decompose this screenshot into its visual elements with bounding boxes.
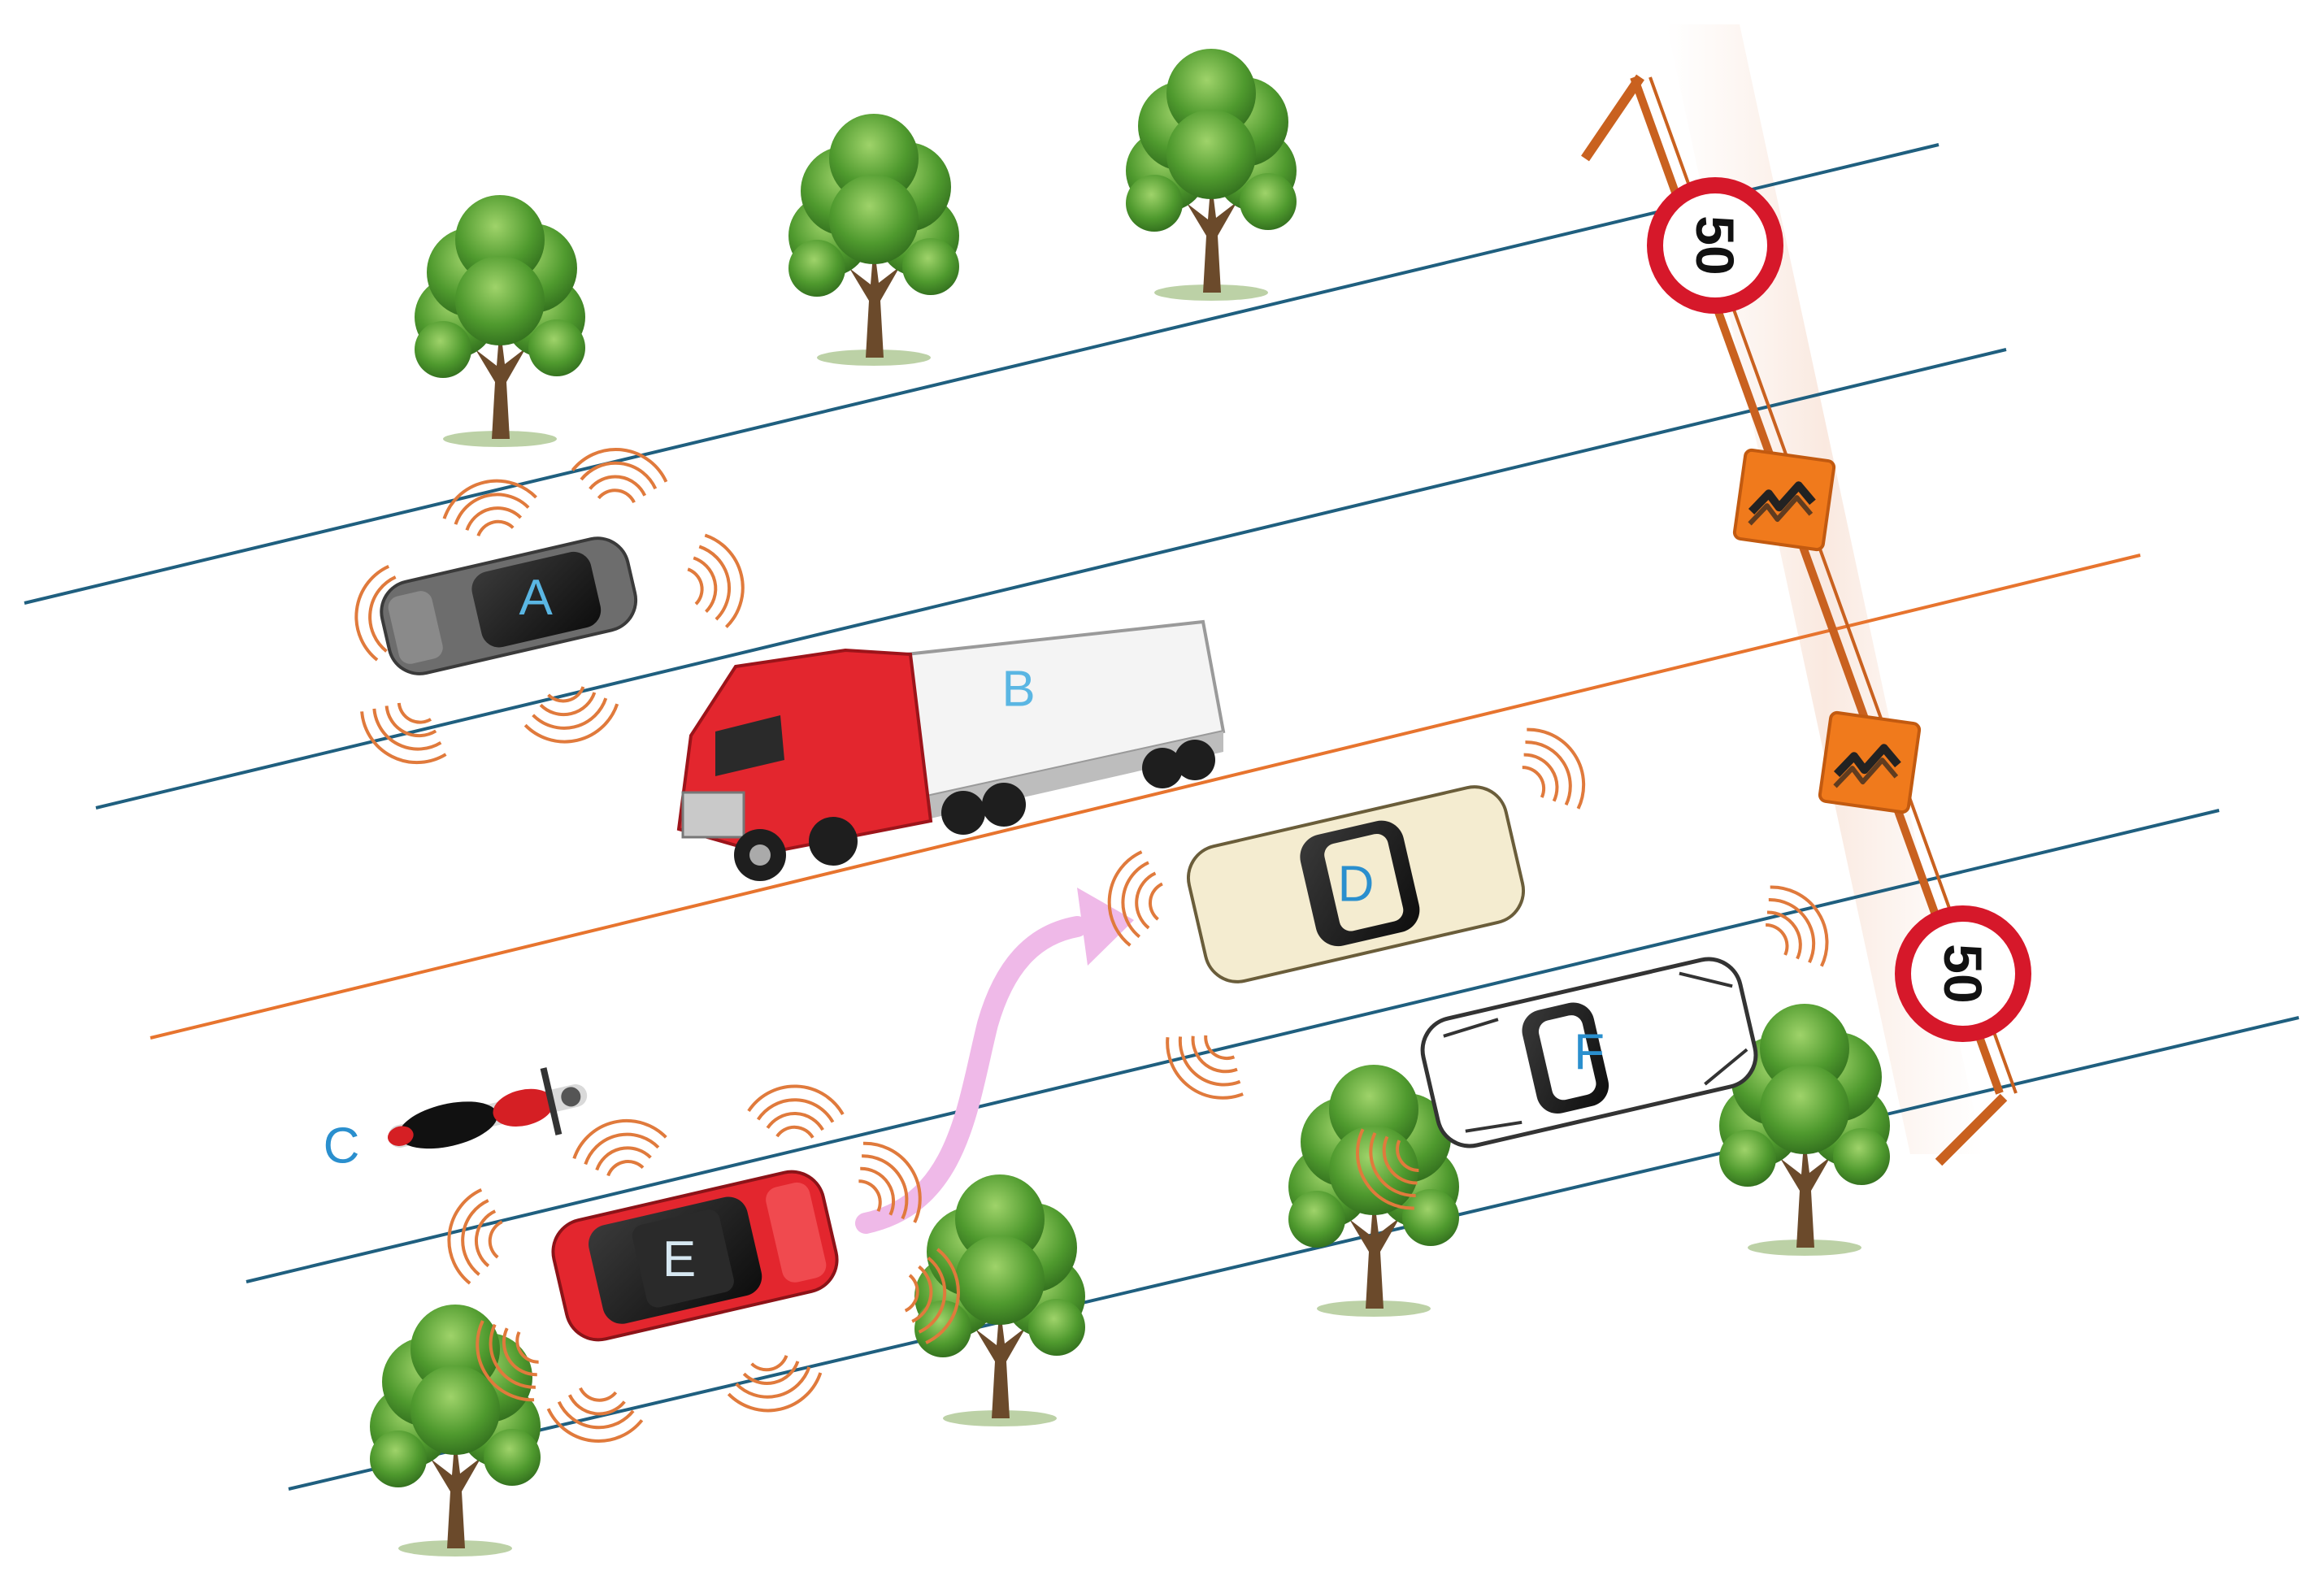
arrow-head-icon	[1077, 888, 1134, 966]
tree-icon	[914, 1174, 1085, 1426]
winding-road-icon	[1819, 712, 1920, 813]
lane-line-1	[24, 143, 1940, 605]
tree-icon	[370, 1305, 541, 1556]
winding-road-icon	[1734, 449, 1835, 550]
vehicle-f: F	[1339, 870, 1846, 1225]
vehicle-a: A	[348, 442, 754, 779]
lane-lines	[24, 143, 2300, 1491]
vehicle-label-e: E	[662, 1231, 696, 1287]
lane-line-3	[245, 809, 2220, 1283]
speed-limit-sign-bottom: 50	[1903, 914, 2023, 1034]
speed-limit-value-bottom: 50	[1933, 944, 1993, 1003]
vehicle-label-a: A	[519, 570, 554, 626]
speed-limit-value-top: 50	[1685, 215, 1745, 275]
vehicle-d: D	[1102, 713, 1602, 1117]
tree-icon	[1126, 49, 1297, 301]
lane-line-4	[288, 1016, 2300, 1491]
vehicle-label-f: F	[1574, 1025, 1605, 1081]
vehicle-e: E	[441, 1046, 966, 1448]
vehicle-label-b: B	[1001, 662, 1035, 718]
lane-change-arrow	[855, 916, 1088, 1234]
vehicle-c: C	[324, 1067, 588, 1174]
vehicle-label-d: D	[1338, 857, 1375, 913]
vehicle-b: B	[676, 619, 1226, 881]
vehicle-label-c: C	[324, 1118, 360, 1174]
lane-line-2	[95, 348, 2007, 810]
center-line	[150, 554, 2141, 1040]
tree-icon	[788, 114, 959, 366]
tree-icon	[415, 195, 585, 447]
speed-limit-sign-top: 50	[1655, 185, 1775, 306]
